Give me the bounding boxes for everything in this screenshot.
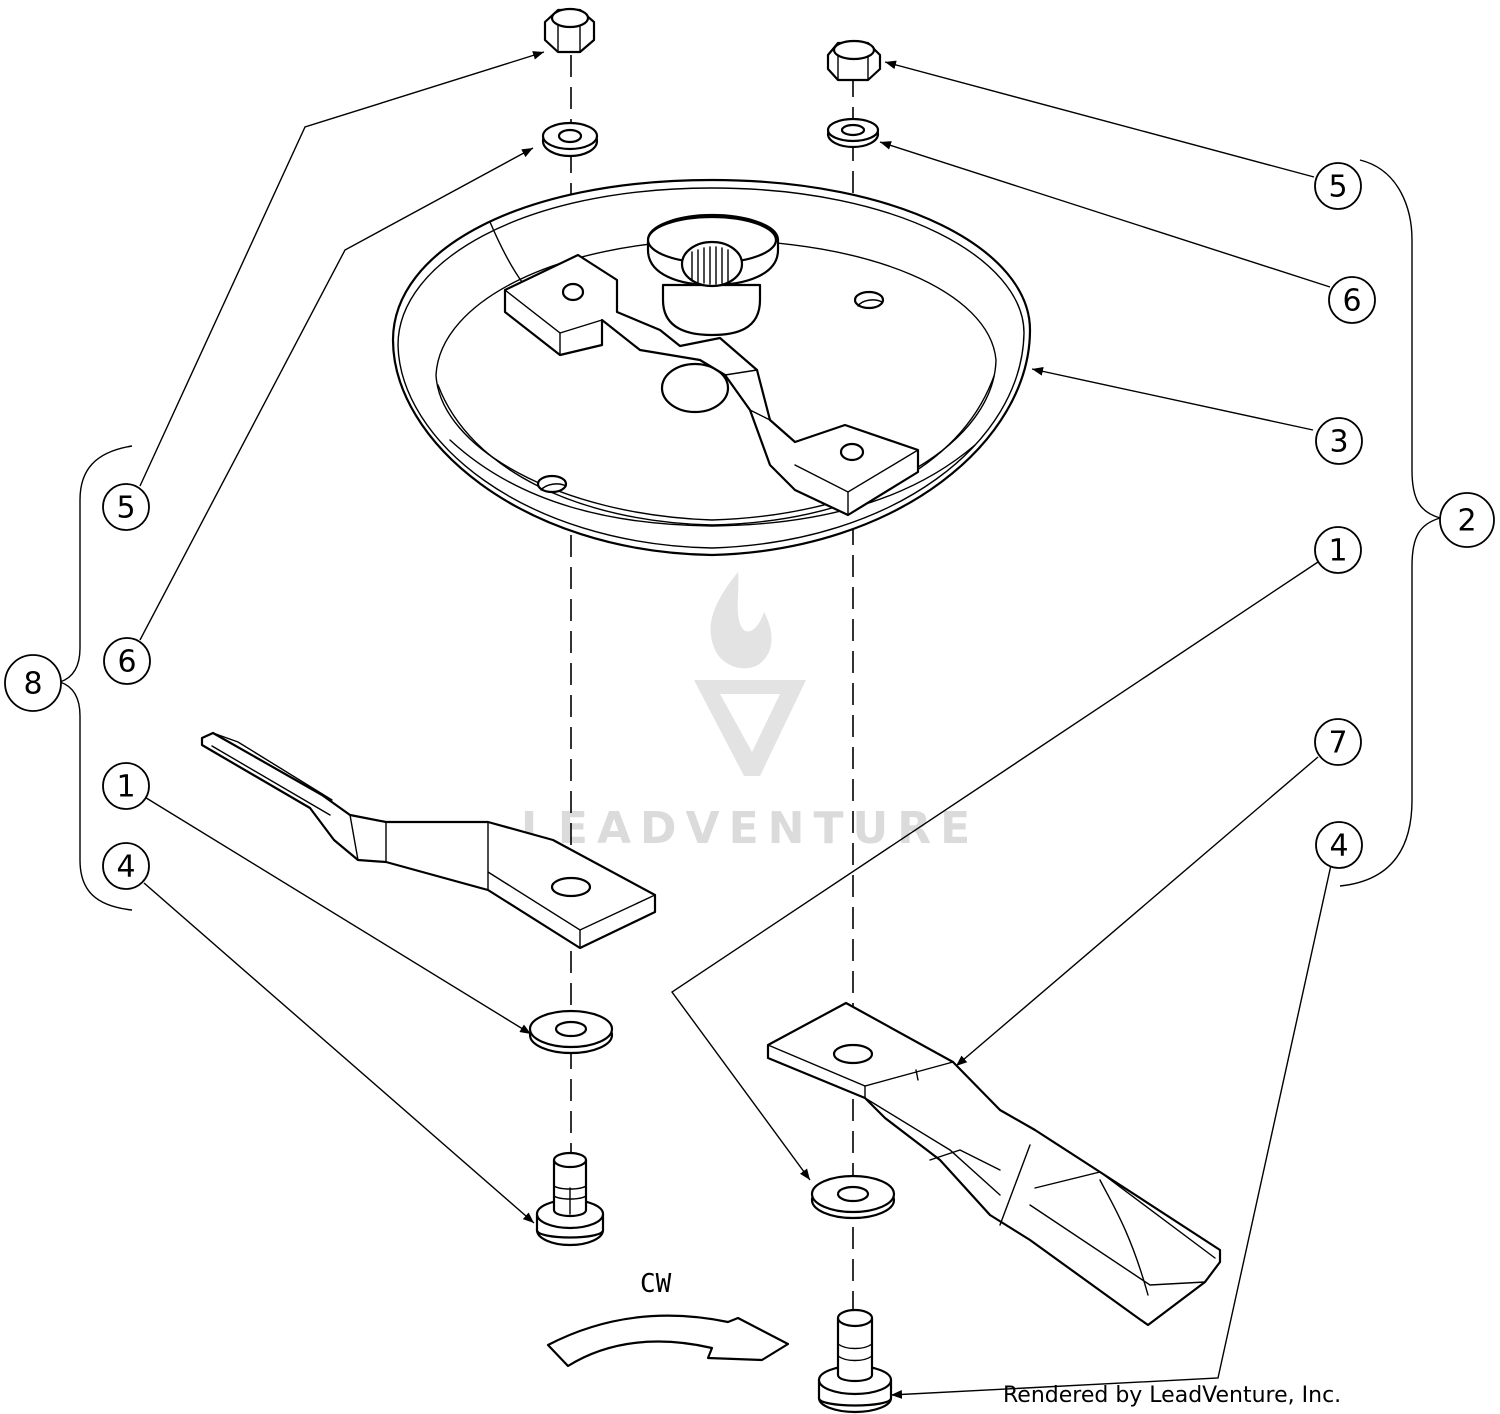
right-shoulder-bolt bbox=[817, 1308, 893, 1414]
left-lower-washer bbox=[528, 1009, 614, 1055]
group-2-brace bbox=[1339, 159, 1443, 887]
callout-5-right-label: 5 bbox=[1328, 170, 1347, 205]
callout-8: 8 bbox=[4, 654, 62, 712]
watermark-text: LEADVENTURE bbox=[521, 803, 979, 854]
callout-5-left: 5 bbox=[102, 483, 150, 531]
callout-4-left: 4 bbox=[102, 842, 150, 890]
right-upper-washer bbox=[826, 117, 880, 149]
callout-7: 7 bbox=[1314, 718, 1362, 766]
left-hex-nut bbox=[543, 7, 596, 54]
left-mower-blade bbox=[200, 731, 657, 950]
callout-2: 2 bbox=[1439, 492, 1495, 548]
callout-8-label: 8 bbox=[23, 667, 42, 702]
clockwise-rotation-arrow: CW bbox=[546, 1269, 790, 1368]
callout-3-label: 3 bbox=[1329, 425, 1348, 460]
callout-4-right-label: 4 bbox=[1329, 829, 1348, 864]
callout-6-left: 6 bbox=[103, 637, 151, 685]
callout-4-right: 4 bbox=[1315, 821, 1363, 869]
callout-6-right: 6 bbox=[1328, 276, 1376, 324]
callout-5-left-label: 5 bbox=[116, 491, 135, 526]
callout-7-label: 7 bbox=[1328, 726, 1347, 761]
left-upper-washer bbox=[541, 121, 599, 158]
rotation-direction-label: CW bbox=[640, 1269, 672, 1299]
spindle-bracket bbox=[503, 213, 920, 517]
callout-5-right: 5 bbox=[1314, 162, 1362, 210]
callout-1-left: 1 bbox=[102, 762, 150, 810]
callout-3: 3 bbox=[1315, 417, 1363, 465]
right-mower-blade bbox=[766, 1001, 1222, 1327]
leadventure-watermark: LEADVENTURE bbox=[521, 572, 979, 854]
callout-4-left-label: 4 bbox=[116, 850, 135, 885]
callout-1-right-label: 1 bbox=[1328, 534, 1347, 569]
callout-1-right: 1 bbox=[1314, 526, 1362, 574]
callout-6-left-label: 6 bbox=[117, 645, 136, 680]
left-shoulder-bolt bbox=[535, 1151, 605, 1247]
callout-1-left-label: 1 bbox=[116, 770, 135, 805]
leader-lines bbox=[139, 51, 1332, 1399]
render-credit: Rendered by LeadVenture, Inc. bbox=[1003, 1383, 1341, 1408]
callout-6-right-label: 6 bbox=[1342, 284, 1361, 319]
callout-2-label: 2 bbox=[1457, 504, 1476, 539]
right-hex-nut bbox=[826, 39, 882, 82]
right-lower-washer bbox=[810, 1174, 896, 1220]
